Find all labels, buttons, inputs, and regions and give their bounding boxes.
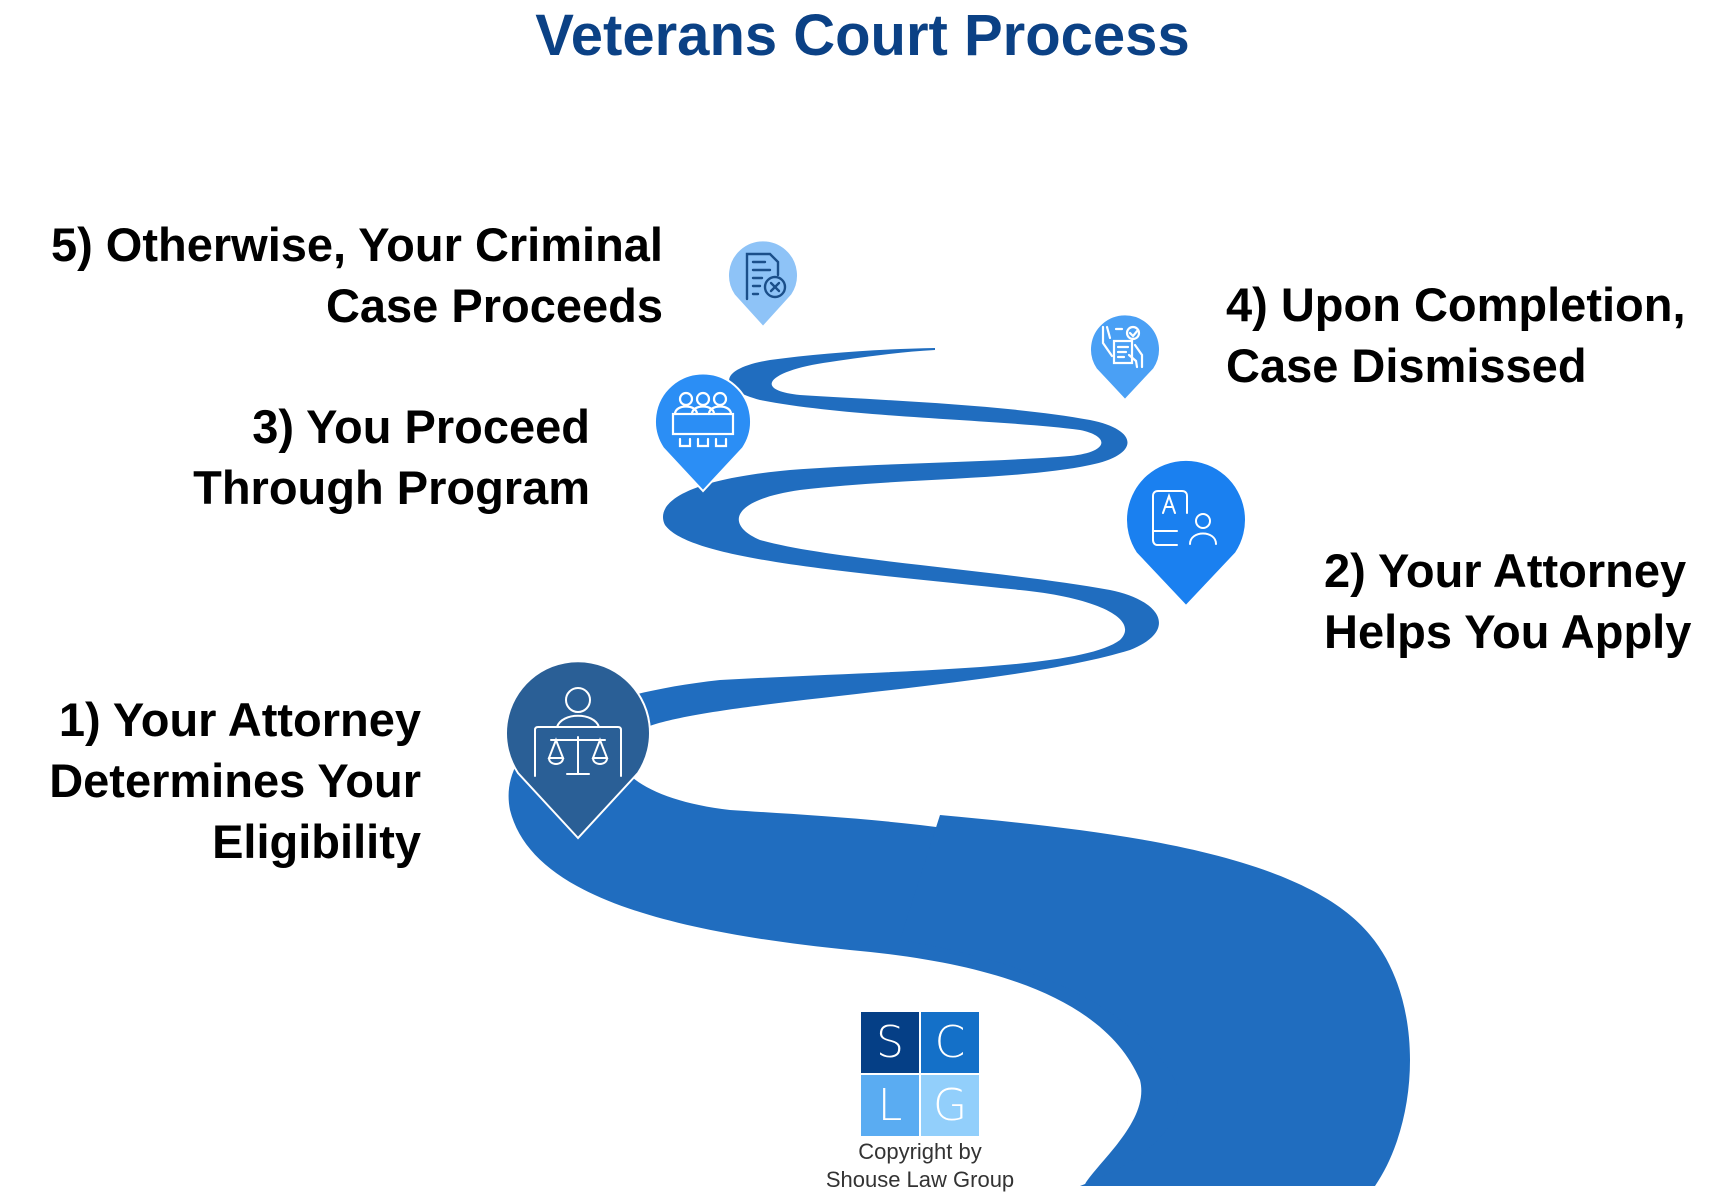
group-at-table-icon: [671, 391, 735, 448]
step-2-line-2: Helps You Apply: [1324, 605, 1692, 658]
step-4-line-1: 4) Upon Completion,: [1226, 278, 1686, 331]
road-bottom-edge: [900, 815, 1410, 1186]
step-4-line-2: Case Dismissed: [1226, 339, 1587, 392]
step-1-label: 1) Your Attorney Determines Your Eligibi…: [49, 689, 421, 872]
logo-cell-s: S: [861, 1012, 919, 1073]
map-pin-2: [1125, 458, 1247, 608]
step-5-line-2: Case Proceeds: [325, 279, 663, 332]
step-5-line-1: 5) Otherwise, Your Criminal: [50, 218, 663, 271]
copyright-notice: Copyright by Shouse Law Group: [760, 1138, 1080, 1194]
step-1-pin: [505, 660, 651, 840]
step-2-pin: [1125, 458, 1247, 608]
judge-scales-icon: [534, 687, 622, 777]
map-pin-5: [727, 239, 799, 329]
step-3-label: 3) You Proceed Through Program: [193, 396, 590, 518]
document-rejected-icon: [745, 252, 787, 301]
step-3-pin: [654, 372, 752, 493]
logo-cell-l: L: [861, 1075, 919, 1136]
application-person-icon: [1152, 490, 1217, 546]
step-4-label: 4) Upon Completion, Case Dismissed: [1226, 274, 1686, 396]
copyright-line-2: Shouse Law Group: [825, 1167, 1015, 1192]
page-title: Veterans Court Process: [535, 3, 1190, 68]
step-3-line-1: 3) You Proceed: [252, 400, 590, 453]
step-5-pin: [727, 239, 799, 329]
step-4-pin: [1089, 313, 1161, 402]
step-3-line-2: Through Program: [193, 461, 590, 514]
step-5-label: 5) Otherwise, Your Criminal Case Proceed…: [51, 214, 663, 336]
step-1-line-1: 1) Your Attorney: [58, 693, 421, 746]
step-1-line-3: Eligibility: [212, 815, 421, 868]
logo-cell-g: G: [921, 1075, 979, 1136]
map-pin-3: [654, 372, 752, 493]
step-2-label: 2) Your Attorney Helps You Apply: [1324, 540, 1691, 662]
sclg-logo: S C L G: [861, 1012, 979, 1138]
step-1-line-2: Determines Your: [49, 754, 421, 807]
copyright-line-1: Copyright by: [858, 1139, 982, 1164]
document-approved-hands-icon: [1101, 325, 1144, 369]
step-2-line-1: 2) Your Attorney: [1324, 544, 1687, 597]
logo-cell-c: C: [921, 1012, 979, 1073]
